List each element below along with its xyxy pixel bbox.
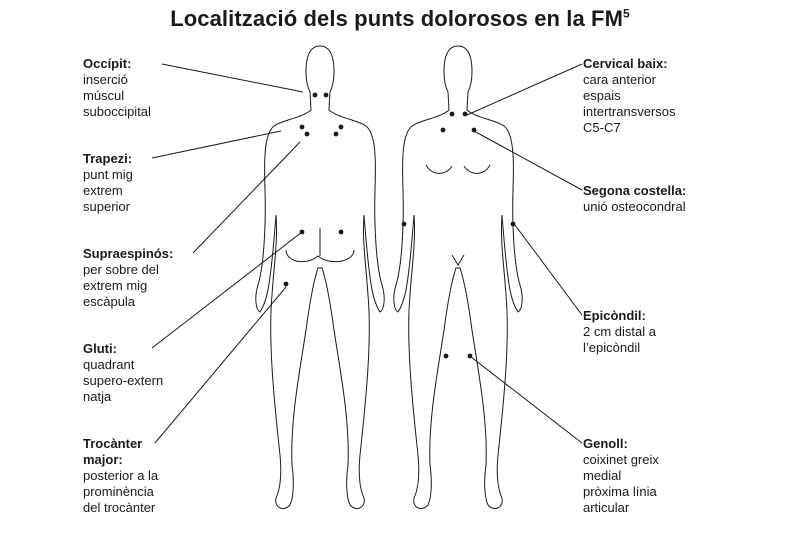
label-cervical-desc: cara anterior espais intertransversos C5…	[583, 72, 676, 135]
label-epicondil: Epicòndil: 2 cm distal a l’epicòndil	[583, 308, 656, 356]
label-supraespinos: Supraespinós: per sobre del extrem mig e…	[83, 246, 173, 310]
label-supraespinos-desc: per sobre del extrem mig escàpula	[83, 262, 159, 309]
point-genoll-left	[443, 353, 449, 359]
label-epicondil-heading: Epicòndil:	[583, 308, 646, 323]
leader-genoll	[470, 356, 583, 444]
point-epicondil-left	[401, 221, 407, 227]
leader-cervical	[466, 63, 583, 116]
buttocks-line	[285, 249, 355, 263]
point-cervical-right	[462, 111, 468, 117]
point-trapezi-right	[338, 124, 344, 130]
figure-back	[255, 45, 385, 510]
chest-line	[425, 164, 491, 174]
label-trapezi: Trapezi: punt mig extrem superior	[83, 151, 133, 215]
title-text: Localització dels punts dolorosos en la …	[170, 6, 624, 31]
label-genoll-heading: Genoll:	[583, 436, 628, 451]
point-cervical-left	[449, 111, 455, 117]
figure-front	[393, 45, 523, 510]
label-trapezi-desc: punt mig extrem superior	[83, 167, 133, 214]
point-genoll-right	[467, 353, 473, 359]
point-gluti-left	[299, 229, 305, 235]
label-genoll-desc: coixinet greix medial pròxima línia arti…	[583, 452, 659, 515]
label-occipit: Occípit: inserció múscul suboccipital	[83, 56, 151, 120]
label-gluti-desc: quadrant supero-extern natja	[83, 357, 164, 404]
label-trapezi-heading: Trapezi:	[83, 151, 133, 166]
label-costella-heading: Segona costella:	[583, 183, 687, 198]
figure-back-outline	[255, 45, 385, 510]
point-supraespinos-right	[333, 131, 339, 137]
label-cervical: Cervical baix: cara anterior espais inte…	[583, 56, 675, 136]
leader-gluti	[151, 231, 303, 349]
label-occipit-desc: inserció múscul suboccipital	[83, 72, 151, 119]
label-occipit-heading: Occípit:	[83, 56, 132, 71]
leader-occipit	[161, 63, 304, 93]
label-gluti-heading: Gluti:	[83, 341, 117, 356]
label-costella: Segona costella: unió osteocondral	[583, 183, 686, 215]
leader-trocanter	[154, 286, 287, 444]
leader-costella	[473, 130, 583, 191]
label-gluti: Gluti: quadrant supero-extern natja	[83, 341, 163, 405]
label-cervical-heading: Cervical baix:	[583, 56, 668, 71]
point-costella-left	[440, 127, 446, 133]
label-epicondil-desc: 2 cm distal a l’epicòndil	[583, 324, 656, 355]
label-trocanter-desc: posterior a la prominència del trocànter	[83, 468, 159, 515]
point-supraespinos-left	[304, 131, 310, 137]
point-costella-right	[471, 127, 477, 133]
label-supraespinos-heading: Supraespinós:	[83, 246, 174, 261]
point-trapezi-left	[299, 124, 305, 130]
point-trocanter	[283, 281, 289, 287]
point-epicondil-right	[510, 221, 516, 227]
point-gluti-right	[338, 229, 344, 235]
label-trocanter: Trocànter major: posterior a la prominèn…	[83, 436, 158, 516]
figure-front-outline	[393, 45, 523, 510]
diagram-title: Localització dels punts dolorosos en la …	[0, 6, 800, 32]
leader-trapezi	[151, 130, 282, 159]
label-costella-desc: unió osteocondral	[583, 199, 686, 214]
leader-epicondil	[514, 224, 583, 316]
point-occipit-left	[312, 92, 318, 98]
title-footnote: 5	[623, 6, 630, 21]
label-trocanter-heading: Trocànter major:	[83, 436, 143, 467]
leader-supraespinos	[192, 141, 301, 254]
label-genoll: Genoll: coixinet greix medial pròxima lí…	[583, 436, 659, 516]
tender-points	[283, 92, 516, 359]
groin-line	[451, 254, 465, 266]
point-occipit-right	[323, 92, 329, 98]
leader-lines	[151, 63, 583, 444]
